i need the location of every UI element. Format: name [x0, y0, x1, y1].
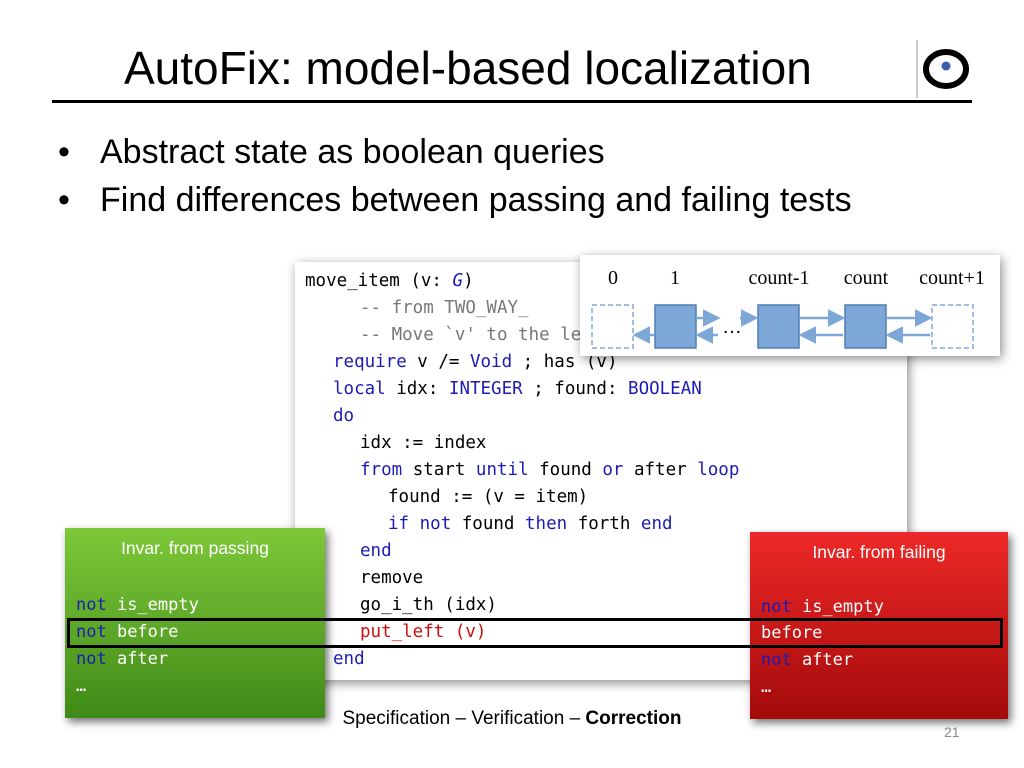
bullet-text: Abstract state as boolean queries — [100, 133, 605, 171]
list-ellipsis: … — [722, 316, 742, 338]
passing-invariant-line: not before — [76, 622, 179, 642]
code-line-signature: move_item (v: G) — [305, 271, 474, 291]
index-label-count: count — [844, 267, 889, 289]
code-line-comment: -- Move `v' to the le — [360, 325, 582, 345]
bullet-list: • Abstract state as boolean queries • Find… — [58, 128, 852, 224]
index-label-0: 0 — [608, 267, 618, 289]
list-node-count — [844, 304, 887, 349]
code-line-end: end — [333, 649, 365, 669]
failing-invariant-line: not after — [761, 650, 854, 670]
eiffel-logo-icon — [916, 40, 969, 98]
page-number: 21 — [944, 724, 960, 740]
title-underline — [52, 100, 972, 103]
linked-list-diagram: 0 1 count-1 count count+1 … — [591, 267, 985, 349]
index-label-1: 1 — [670, 267, 680, 289]
bullet-item: • Abstract state as boolean queries — [58, 128, 852, 176]
code-line-assign: idx := index — [360, 433, 487, 453]
code-line-comment: -- from TWO_WAY_ — [360, 298, 529, 318]
failing-invariant-line: not is_empty — [761, 597, 884, 617]
bullet-item: • Find differences between passing and fa… — [58, 176, 852, 224]
bullet-dot-icon: • — [58, 181, 70, 219]
list-node-1 — [654, 304, 697, 349]
code-line-require: require v /= Void ; has (v) — [333, 352, 618, 372]
index-label-count-minus-1: count-1 — [748, 267, 809, 289]
slide-title: AutoFix: model-based localization — [124, 42, 812, 94]
failing-invariant-more: … — [761, 677, 772, 697]
ghost-node-after — [931, 304, 974, 349]
passing-invariant-line: not is_empty — [76, 595, 199, 615]
code-line-found: found := (v = item) — [388, 487, 589, 507]
failing-invariants-heading: Invar. from failing — [812, 542, 946, 562]
failing-invariants-box: Invar. from failing not is_empty before … — [750, 532, 1008, 719]
code-line-do: do — [333, 406, 355, 426]
list-node-count-minus-1 — [757, 304, 800, 349]
code-line-end-loop: end — [360, 541, 392, 561]
index-label-count-plus-1: count+1 — [919, 267, 985, 289]
slide-footer: Specification – Verification – Correctio… — [342, 708, 682, 729]
ghost-node-before — [591, 304, 634, 349]
passing-invariants-box: Invar. from passing not is_empty not bef… — [65, 528, 325, 718]
before-invariant-highlight — [67, 618, 1003, 648]
code-line-go-i-th: go_i_th (idx) — [360, 595, 497, 615]
passing-invariants-heading: Invar. from passing — [121, 538, 269, 558]
code-line-loop: from start until found or after loop — [360, 460, 740, 480]
passing-invariant-more: … — [76, 676, 87, 696]
failing-invariant-line: before — [761, 623, 823, 643]
passing-invariant-line: not after — [76, 649, 169, 669]
bullet-dot-icon: • — [58, 133, 70, 171]
bullet-text: Find differences between passing and fai… — [100, 181, 852, 219]
code-line-local: local idx: INTEGER ; found: BOOLEAN — [333, 379, 702, 399]
code-line-put-left: put_left (v) — [360, 622, 487, 642]
code-line-if: if not found then forth end — [388, 514, 673, 534]
code-line-remove: remove — [360, 568, 424, 588]
